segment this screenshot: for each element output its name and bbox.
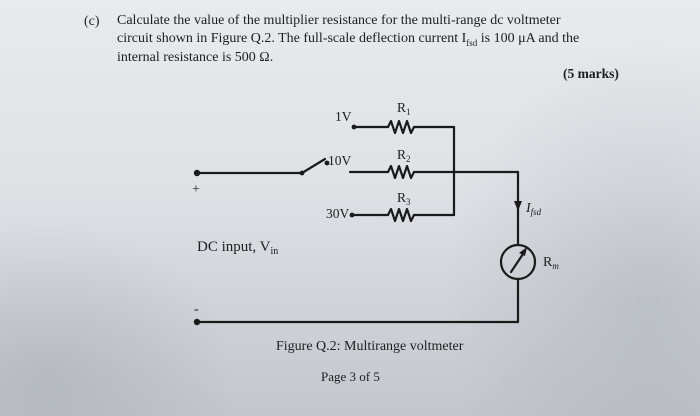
dc-input-label: DC input, Vin [197, 239, 278, 257]
range-switch-blade [300, 157, 327, 175]
r3-resistor [386, 207, 416, 223]
figure-caption: Figure Q.2: Multirange voltmeter [276, 339, 464, 354]
marks-label: (5 marks) [563, 66, 619, 81]
ifsd-label: Ifsd [525, 201, 542, 217]
range-1v-label: 1V [335, 109, 352, 124]
contact-30v [349, 212, 355, 218]
r3-label: R3 [397, 190, 411, 207]
range-10v-label: 10V [328, 153, 352, 168]
contact-1v [351, 124, 357, 130]
question-text-line-1: Calculate the value of the multiplier re… [117, 13, 561, 28]
switch-pivot [299, 170, 305, 176]
positive-sign: + [192, 182, 200, 197]
page-number: Page 3 of 5 [321, 369, 380, 384]
range-30v-label: 30V [326, 206, 350, 221]
question-line-2-tail: is 100 μA and the [477, 31, 580, 46]
question-line-2-main: circuit shown in Figure Q.2. The full-sc… [117, 31, 467, 46]
input-negative-terminal [193, 318, 201, 326]
rm-label: Rm [543, 255, 559, 271]
input-positive-terminal [193, 169, 201, 177]
question-label: (c) [84, 14, 100, 29]
question-text-line-3: internal resistance is 500 Ω. [117, 50, 274, 65]
contact-10v [324, 160, 330, 166]
negative-sign: - [194, 302, 199, 317]
r2-resistor [386, 164, 416, 180]
r2-label: R2 [397, 147, 411, 164]
r1-resistor [386, 119, 416, 135]
ifsd-subscript: fsd [466, 37, 478, 48]
meter-needle-arrowhead [519, 247, 527, 256]
ifsd-arrow [514, 201, 522, 211]
question-text-line-2: circuit shown in Figure Q.2. The full-sc… [117, 31, 579, 48]
r1-label: R1 [397, 100, 411, 117]
